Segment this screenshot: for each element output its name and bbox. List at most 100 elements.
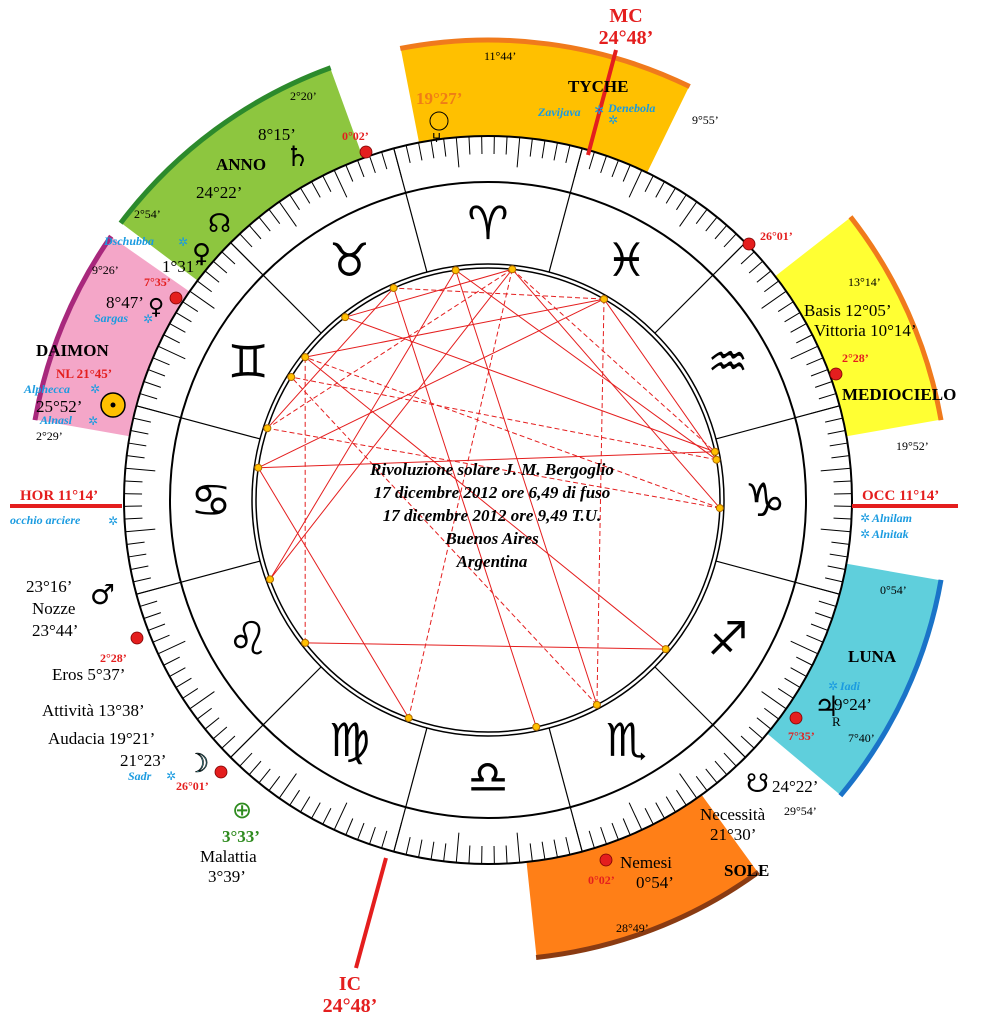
degree-tick	[833, 480, 852, 483]
star-icon: ✲	[594, 103, 604, 117]
luna-start: 0°54’	[880, 583, 907, 597]
mc-label: MC	[609, 5, 642, 27]
svg-text:ⵖ: ⵖ	[432, 131, 441, 145]
aspect-lines	[254, 265, 724, 731]
degree-tick	[761, 290, 787, 309]
vittoria-label: Vittoria 10°14’	[814, 321, 917, 340]
marker-dot	[214, 765, 228, 779]
capricorn-sign-icon: ♑	[744, 473, 785, 527]
nemesi-degree: 0°54’	[636, 873, 674, 892]
degree-tick	[622, 164, 631, 182]
aquarius-sign-icon: ♒	[707, 335, 748, 389]
degree-tick	[784, 312, 801, 323]
degree-tick	[541, 140, 546, 159]
nozze-label: Nozze	[32, 599, 75, 618]
degree-tick	[189, 691, 215, 710]
marker-0002-top: 0°02’	[342, 129, 369, 143]
degree-tick	[622, 818, 631, 836]
degree-tick	[311, 181, 321, 198]
degree-tick	[796, 656, 813, 666]
degree-tick	[143, 612, 162, 619]
aspect-node	[508, 265, 517, 274]
degree-tick	[740, 251, 755, 265]
aspect-node	[451, 266, 460, 275]
marker-dot	[789, 711, 803, 725]
inner-circle	[255, 267, 721, 733]
anno-end: 2°54’	[134, 207, 161, 221]
title-line-3: 17 dicembre 2012 ore 9,49 T.U.	[383, 506, 601, 525]
sector-edge-tyche	[399, 37, 691, 89]
star-sargas: Sargas	[94, 311, 128, 325]
sign-divider	[230, 666, 322, 758]
degree-tick	[644, 808, 654, 825]
marker-0228-right: 2°28’	[842, 351, 869, 365]
degree-tick	[124, 480, 143, 483]
degree-tick	[278, 773, 297, 799]
degree-tick	[125, 467, 156, 472]
degree-tick	[806, 357, 824, 366]
degree-tick	[258, 768, 271, 784]
cancer-sign-icon: ♋	[190, 473, 231, 527]
virgo-sign-icon: ♍	[329, 713, 370, 767]
degree-tick	[644, 175, 654, 192]
degree-tick	[764, 707, 780, 720]
aspect-node	[389, 284, 398, 293]
degree-tick	[169, 667, 186, 677]
daimon-label: DAIMON	[36, 341, 109, 360]
sign-divider	[548, 727, 583, 852]
degree-tick	[182, 688, 199, 699]
degree-tick	[455, 137, 460, 168]
mars-icon: ♂	[90, 578, 115, 611]
aspect-node	[287, 373, 296, 382]
aspect-node	[341, 313, 350, 322]
star-icon: ✲	[178, 235, 188, 249]
moon-degree: 21°23’	[120, 751, 166, 770]
aspect-node	[254, 463, 263, 472]
marker-2601-left: 26°01’	[176, 779, 209, 793]
degree-tick	[289, 789, 300, 806]
degree-tick	[130, 430, 149, 435]
sector-edge-daimon	[32, 234, 114, 421]
sole-start: 29°54’	[784, 804, 817, 818]
degree-tick	[239, 752, 253, 767]
degree-tick	[381, 830, 388, 849]
malattia-label: Malattia	[200, 847, 257, 866]
degree-tick	[827, 430, 846, 435]
degree-tick	[827, 565, 846, 570]
sector-edge-anno	[118, 65, 332, 225]
degree-tick	[756, 270, 772, 283]
mc-axis-line	[586, 49, 618, 156]
degree-tick	[565, 145, 571, 163]
ic-label: IC	[339, 973, 361, 995]
degree-tick	[139, 393, 158, 400]
title-line-1: Rivoluzione solare J. M. Bergoglio	[369, 460, 614, 479]
aspect-line	[345, 268, 513, 318]
star-symbol-icons: ✲ ✲ ✲ ✲ ✲ ✲ ✲ ✲ ✲ ✲ ✲	[88, 103, 870, 783]
eros-label: Eros 5°37’	[52, 665, 125, 684]
degree-tick	[676, 789, 687, 806]
degree-tick	[126, 455, 145, 459]
degree-tick	[124, 517, 143, 520]
daimon-start: 9°26’	[92, 263, 119, 277]
degree-tick	[679, 201, 698, 227]
degree-tick	[369, 155, 376, 174]
degree-tick	[723, 233, 737, 248]
degree-tick	[126, 541, 145, 545]
degree-tick	[829, 442, 848, 447]
degree-tick	[764, 280, 780, 293]
title-line-2: 17 dicembre 2012 ore 6,49 di fuso	[374, 483, 611, 502]
marker-0735-top: 7°35’	[144, 275, 171, 289]
degree-tick	[825, 577, 843, 583]
aspect-line	[267, 427, 720, 509]
degree-tick	[345, 818, 354, 836]
star-alnasl: Alnasl	[39, 413, 73, 427]
malattia-degree: 3°39’	[208, 867, 246, 886]
mediocielo-label: MEDIOCIELO	[842, 385, 956, 404]
degree-tick	[505, 136, 508, 155]
star-alnitak: Alnitak	[871, 527, 909, 541]
aspect-line	[511, 268, 721, 509]
degree-tick	[157, 345, 186, 360]
degree-tick	[300, 187, 311, 204]
aspect-node	[263, 424, 272, 433]
degree-tick	[831, 455, 850, 459]
